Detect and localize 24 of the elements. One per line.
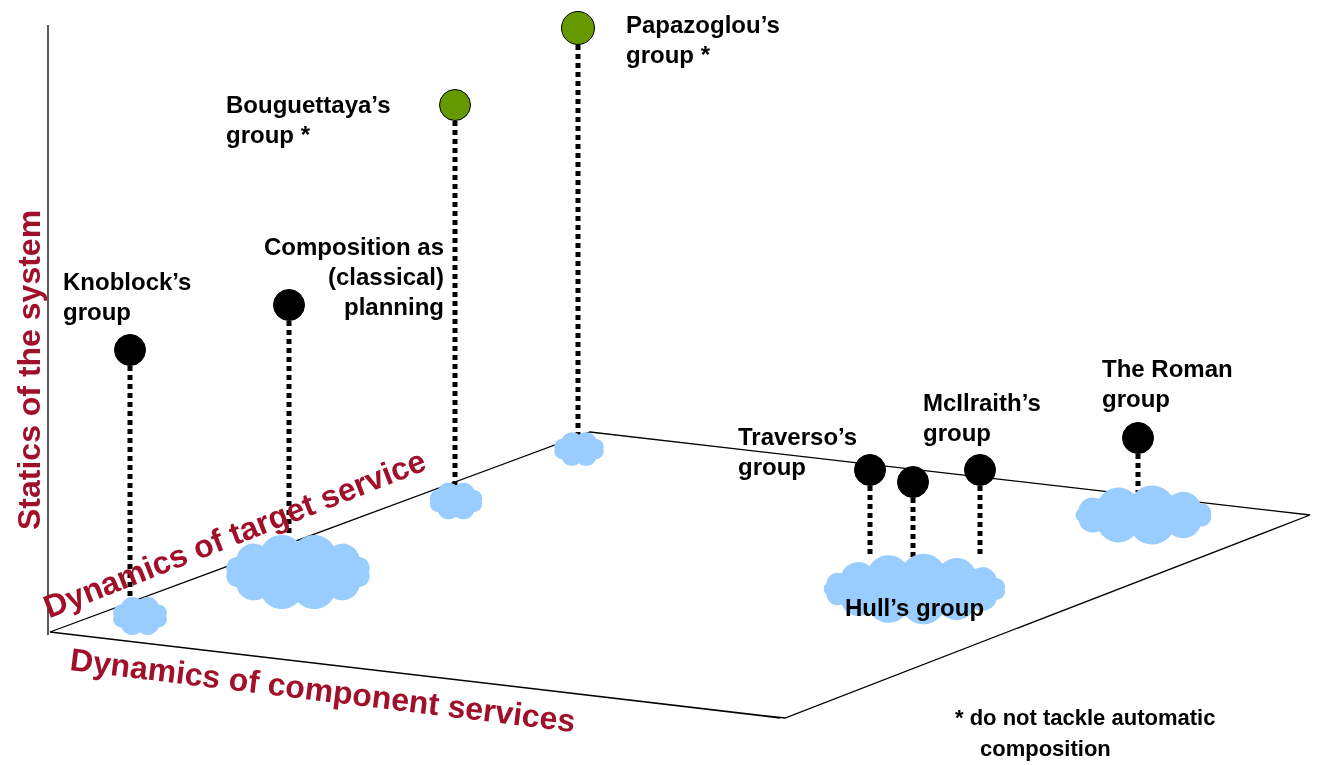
dot-marker (439, 89, 471, 121)
dotted-line (910, 498, 916, 558)
dotted-line (286, 321, 292, 536)
footnote: * do not tackle automatic composition (955, 704, 1217, 763)
group-label: Hull’s group (843, 594, 986, 622)
dotted-line (452, 121, 458, 486)
group-label: McIlraith’s group (923, 388, 1042, 448)
group-label: Knoblock’s group (63, 267, 193, 327)
dotted-line (575, 45, 581, 436)
dot-marker (897, 466, 929, 498)
dot-marker (964, 454, 996, 486)
dotted-line (1135, 454, 1141, 492)
dot-marker (114, 334, 146, 366)
dot-marker (561, 11, 595, 45)
dot-marker (854, 454, 886, 486)
dot-marker (1122, 422, 1154, 454)
group-label: Composition as (classical) planning (263, 232, 444, 322)
group-label: Bouguettaya’s group * (226, 90, 392, 150)
group-label: The Roman group (1102, 354, 1234, 414)
axis-label: Statics of the system (10, 209, 48, 530)
dot-marker (273, 289, 305, 321)
axis-label: Dynamics of component services (68, 640, 578, 740)
group-label: Papazoglou’s group * (626, 10, 781, 70)
group-label: Traverso’s group (738, 422, 858, 482)
